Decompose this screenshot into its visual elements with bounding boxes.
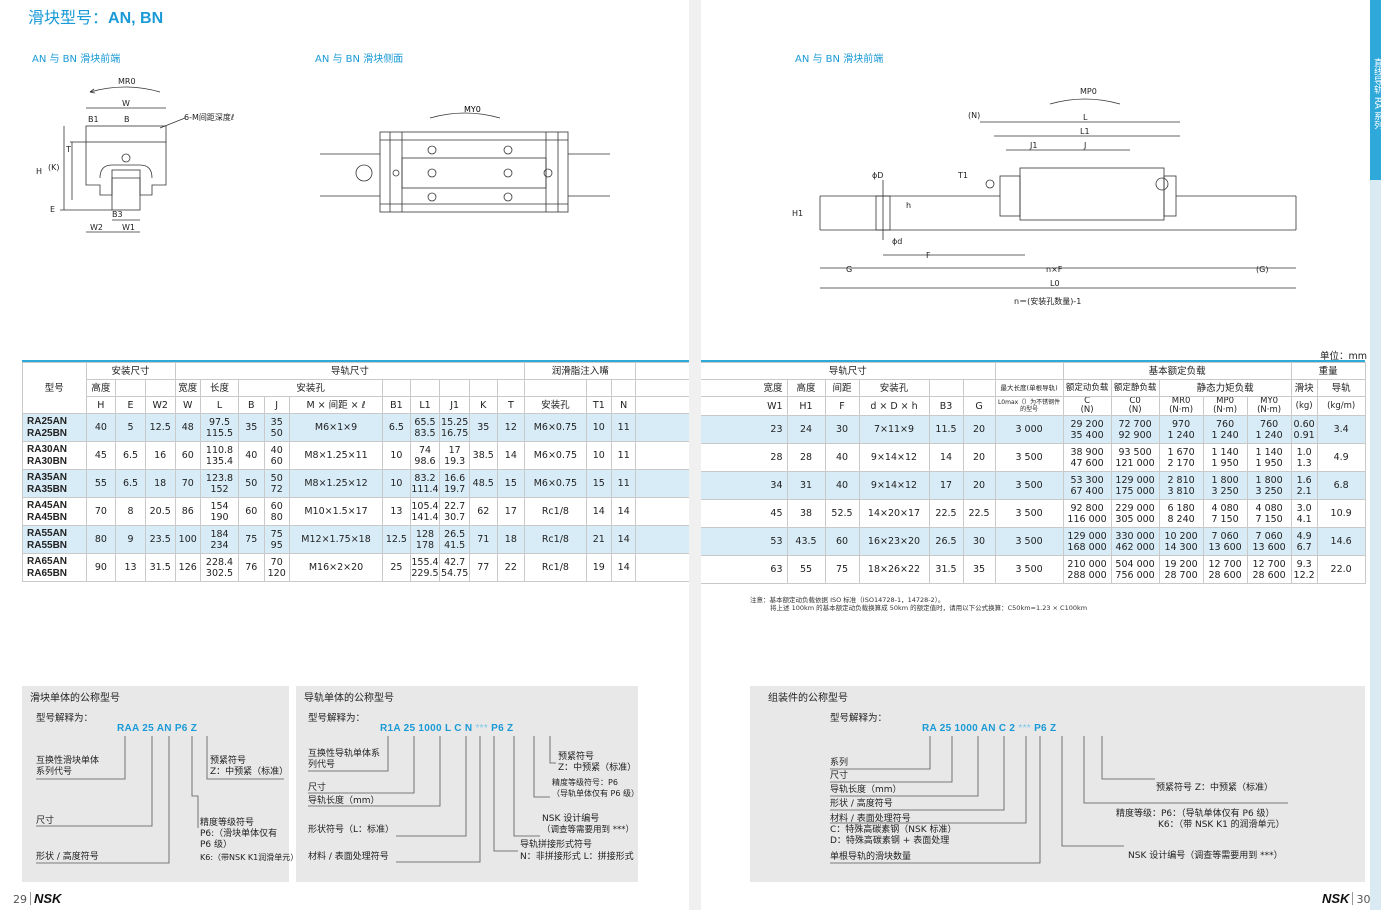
unit-label: 单位：mm xyxy=(1320,351,1368,362)
table-topline-left xyxy=(22,360,689,362)
diagram-caption-front: AN 与 BN 滑块前端 xyxy=(32,54,121,65)
label-h-small: h xyxy=(906,201,911,210)
label-phi-d: ϕd xyxy=(892,237,902,246)
label-g-paren: (G) xyxy=(1256,265,1268,274)
label-b1: B1 xyxy=(88,115,99,124)
label-w2: W2 xyxy=(90,223,103,232)
label-h: H xyxy=(36,167,42,176)
section-bar xyxy=(1370,180,1381,910)
label-l0: L0 xyxy=(1050,279,1060,288)
spec-table-right: 导轨尺寸基本额定负载重量 宽度高度间距安装孔最大长度(单根导轨)额定动负载额定静… xyxy=(701,362,1366,584)
rail-model-code: R1A 25 1000 L C N *** P6 Z xyxy=(380,723,514,734)
label-6m: 6-M间距深度ℓ xyxy=(184,112,234,122)
label-b: B xyxy=(124,115,130,124)
label-phid: ϕD xyxy=(872,171,883,180)
slider-model-box: 滑块单体的公称型号 型号解释为： RAA 25 AN P6 Z 互换性滑块单体 … xyxy=(22,686,298,882)
nsk-logo-left: NSK xyxy=(34,891,62,906)
slider-code-lines xyxy=(36,736,284,864)
diagram-caption-front-right: AN 与 BN 滑块前端 xyxy=(795,54,884,65)
table-topline-right xyxy=(701,360,1365,362)
label-n: (N) xyxy=(968,111,980,120)
label-k: (K) xyxy=(48,163,60,172)
label-t1: T1 xyxy=(957,171,968,180)
assembly-code-lines xyxy=(830,736,1288,864)
label-mp0: MP0 xyxy=(1080,87,1097,96)
slider-model-code: RAA 25 AN P6 Z xyxy=(117,723,198,734)
label-w: W xyxy=(122,99,130,108)
front-view-diagram: MR0 W B1 B 6-M间距深度ℓ T H (K) E B3 W2 W1 M… xyxy=(36,77,610,233)
rail-model-box: 导轨单体的公称型号 型号解释为： R1A 25 1000 L C N *** P… xyxy=(296,686,639,882)
label-nxf: n×F xyxy=(1046,265,1063,274)
label-j: J xyxy=(1083,141,1086,150)
nsk-logo-right: NSK xyxy=(1322,891,1350,906)
label-formula: n＝(安装孔数量)-1 xyxy=(1014,296,1081,306)
label-f: F xyxy=(926,251,931,260)
rail-length-diagram: MP0 (N) L L1 J1 J T1 ϕD h H1 ϕd F G n×F … xyxy=(792,87,1297,306)
label-l1: L1 xyxy=(1080,127,1090,136)
assembly-model-code: RA 25 1000 AN C 2 *** P6 Z xyxy=(922,723,1057,734)
section-tab: 直线导轨 RA 系列 xyxy=(1370,0,1381,180)
label-t: T xyxy=(65,145,71,154)
label-l: L xyxy=(1083,113,1088,122)
rail-code-lines xyxy=(308,736,556,863)
label-b3: B3 xyxy=(112,210,123,219)
page-gutter xyxy=(689,0,701,910)
label-my0: MY0 xyxy=(464,105,481,114)
load-note: 注意：基本额定动负载依据 ISO 标准（ISO14728-1，14728-2）。… xyxy=(750,596,1088,612)
label-mr0: MR0 xyxy=(118,77,136,86)
page-title: 滑块型号：AN, BN xyxy=(28,8,164,27)
assembly-model-box: 组装件的公称型号 型号解释为： RA 25 1000 AN C 2 *** P6… xyxy=(750,686,1365,882)
diagram-caption-side: AN 与 BN 滑块侧面 xyxy=(315,54,404,65)
label-w1: W1 xyxy=(122,223,135,232)
label-e: E xyxy=(50,205,55,214)
label-g: G xyxy=(846,265,852,274)
label-j1: J1 xyxy=(1029,141,1037,150)
label-h1: H1 xyxy=(792,209,803,218)
